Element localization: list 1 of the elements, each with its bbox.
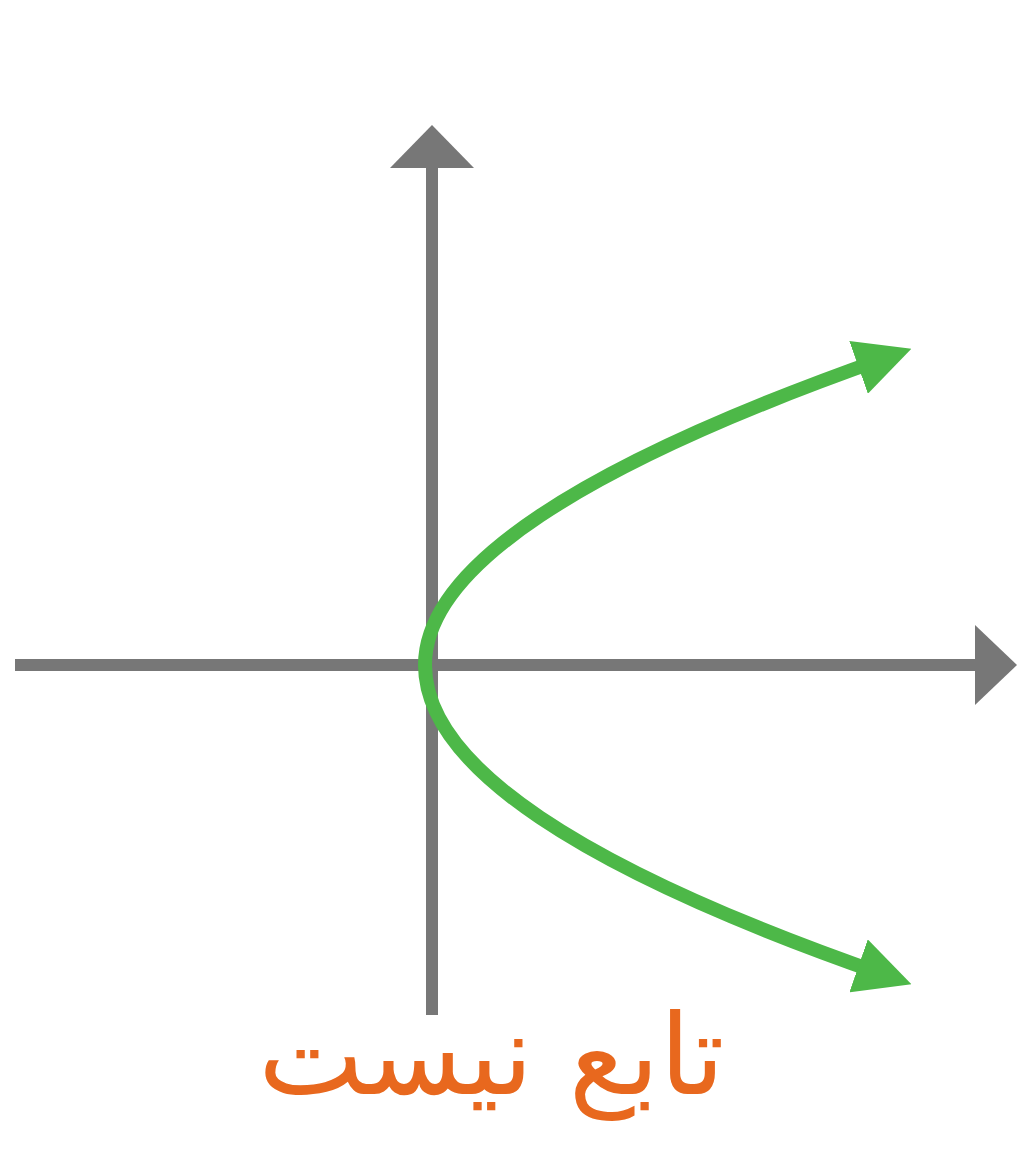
caption-text: تابع نیست xyxy=(258,990,725,1120)
